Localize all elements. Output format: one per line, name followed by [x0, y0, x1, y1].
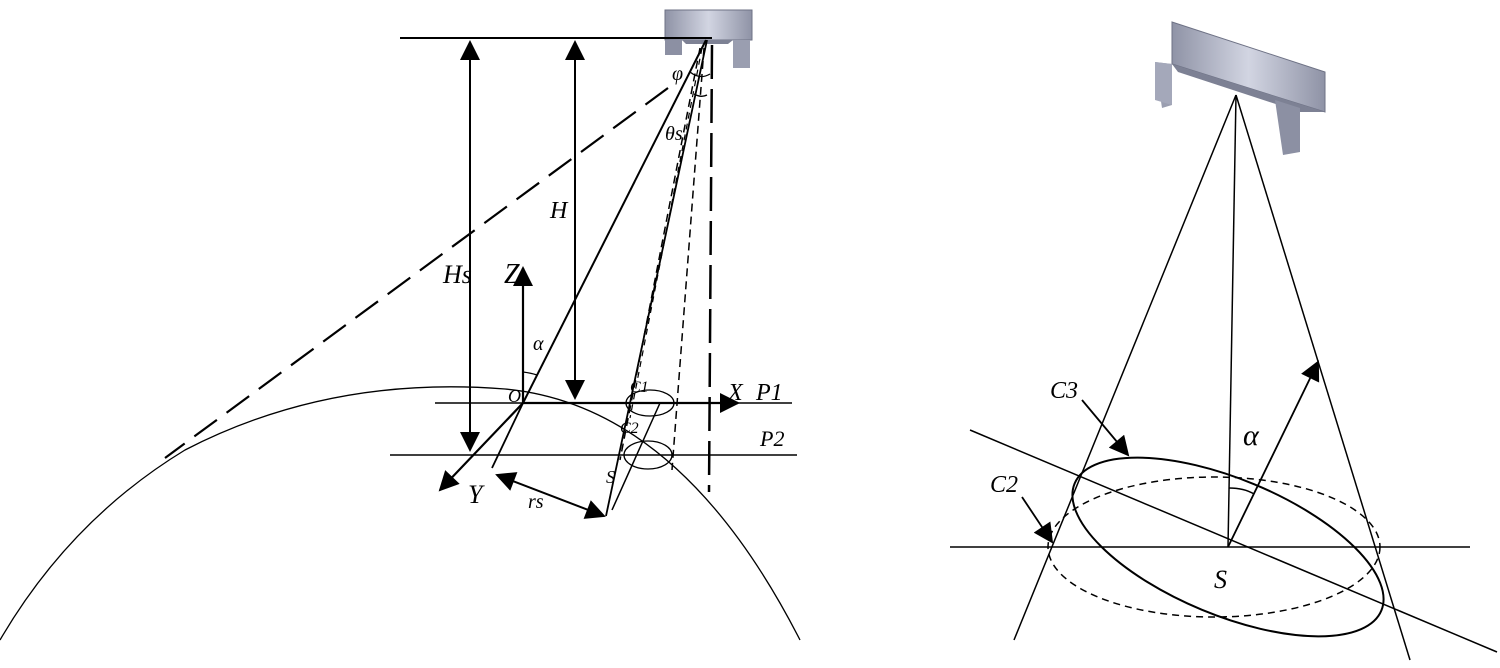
label-hs: Hs: [442, 260, 472, 289]
sensor-to-s-line: [605, 39, 708, 517]
label-c2-right: C2: [990, 472, 1018, 498]
alpha-angle-arc-left: [522, 371, 538, 376]
right-diagram: C3 C2 α S: [950, 21, 1498, 661]
s-projection-line: [611, 402, 661, 511]
normal-arrow-right: [1227, 360, 1320, 548]
label-origin: O: [508, 386, 521, 406]
label-theta-s: θs: [665, 123, 683, 145]
vertical-center-line: [1227, 94, 1237, 548]
label-p1: P1: [755, 380, 783, 406]
fov-dashed-inner: [629, 47, 703, 419]
tangent-dashed-line: [164, 87, 669, 459]
origin-to-foot-line: [491, 402, 524, 469]
label-alpha-right: α: [1243, 419, 1260, 452]
c3-pointer-arrow: [1081, 399, 1130, 457]
label-z: Z: [504, 259, 520, 290]
fov-dashed-right: [671, 47, 705, 471]
sensor-icon-right: [1155, 21, 1326, 155]
cone-left-line: [1013, 94, 1237, 641]
ellipse-c2-right: [1047, 476, 1381, 618]
label-c2-left: C2: [620, 420, 639, 437]
c2-pointer-arrow: [1021, 496, 1054, 544]
fov-dashed-left: [619, 47, 701, 461]
ellipse-c3-right: [1071, 456, 1385, 638]
cone-right-line: [1235, 94, 1411, 661]
tilted-line-right: [969, 429, 1498, 653]
label-rs: rs: [528, 491, 544, 513]
y-axis-arrow: [438, 402, 524, 492]
label-c1: C1: [630, 379, 649, 396]
phi-angle-arc: [689, 71, 711, 78]
alpha-angle-arc-right: [1228, 487, 1255, 495]
vertical-dashed-line: [707, 44, 714, 493]
left-diagram: Hs H Z α O X P1 P2 Y rs S C1 C2 φ θs: [0, 9, 801, 641]
label-y: Y: [468, 480, 485, 509]
earth-surface-arc: [0, 386, 801, 641]
label-s-left: S: [606, 467, 615, 487]
ellipse-c1-left: [625, 389, 675, 417]
label-h: H: [549, 198, 569, 224]
label-x: X: [727, 380, 744, 406]
rs-dimension-arrow: [495, 472, 606, 519]
theta-angle-arc: [693, 93, 708, 97]
label-phi: φ: [672, 63, 683, 85]
sensor-icon-left: [664, 9, 753, 68]
label-alpha-left: α: [533, 333, 544, 355]
ellipse-c2-left: [623, 440, 673, 470]
label-s-right: S: [1214, 565, 1227, 594]
label-p2: P2: [759, 426, 784, 451]
sensor-to-origin-line: [522, 39, 707, 404]
label-c3: C3: [1050, 378, 1078, 404]
